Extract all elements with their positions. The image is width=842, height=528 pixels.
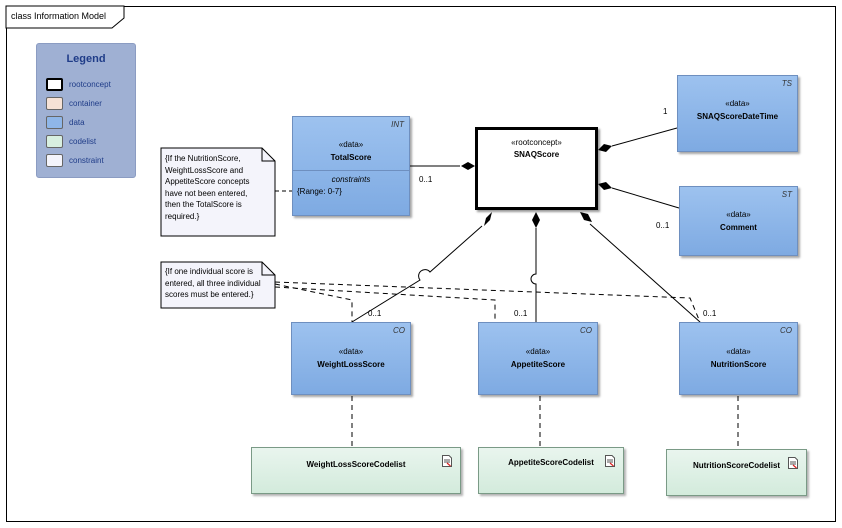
- stereotype: «data»: [338, 140, 364, 149]
- multiplicity-weightloss: 0..1: [368, 309, 382, 318]
- class-name: TotalScore: [330, 153, 372, 162]
- frame-title: class Information Model: [11, 11, 107, 21]
- multiplicity-nutrition: 0..1: [703, 309, 717, 318]
- class-name: WeightLossScore: [317, 360, 385, 369]
- diagram-frame: [6, 6, 836, 522]
- compartment-title: constraints: [331, 175, 371, 184]
- class-weightlossscore[interactable]: CO «data» WeightLossScore: [291, 322, 411, 395]
- note-line: then the TotalScore is: [165, 200, 242, 209]
- legend-label: codelist: [69, 137, 97, 146]
- stereotype: «data»: [726, 347, 751, 356]
- note-totalscore-constraint: {If the NutritionScore, WeightLossScore …: [165, 153, 250, 222]
- composition-diamond-nutrition: [580, 212, 592, 222]
- composition-diamond-appetite: [532, 212, 540, 228]
- codelist-weightlossscorecodelist[interactable]: WeightLossScoreCodelist: [251, 447, 461, 494]
- class-name: NutritionScore: [710, 360, 767, 369]
- note-line: have not been entered,: [165, 188, 248, 198]
- type-tag: INT: [391, 120, 404, 129]
- legend-label: container: [69, 99, 102, 108]
- composition-diamond-datetime: [598, 144, 612, 152]
- stereotype: «rootconcept»: [511, 138, 562, 147]
- composition-diamond-weightloss: [484, 212, 492, 226]
- class-name: SNAQScoreDateTime: [696, 112, 779, 121]
- note-line: {If one individual score is: [165, 267, 254, 276]
- stereotype: «data»: [725, 99, 750, 108]
- type-tag: ST: [781, 190, 792, 199]
- codelist-document-icon: [442, 455, 452, 467]
- class-name: Comment: [720, 223, 757, 232]
- legend-label: rootconcept: [69, 80, 111, 89]
- legend-swatch-constraint: [46, 154, 63, 167]
- class-snaqscore[interactable]: «rootconcept» SNAQScore: [475, 127, 598, 210]
- codelist-name: WeightLossScoreCodelist: [306, 460, 406, 469]
- note-line: WeightLossScore and: [165, 165, 244, 175]
- stereotype: «data»: [338, 347, 364, 356]
- note-individual-scores: {If one individual score is entered, all…: [165, 266, 261, 301]
- codelist-document-icon: [605, 455, 615, 467]
- compartment-divider: [293, 170, 409, 171]
- class-totalscore[interactable]: INT «data» TotalScore constraints {Range…: [292, 116, 410, 216]
- multiplicity-comment: 0..1: [656, 221, 670, 230]
- class-snaqscoredatetime[interactable]: TS «data» SNAQScoreDateTime: [677, 75, 798, 152]
- class-name: AppetiteScore: [510, 360, 566, 369]
- type-tag: CO: [393, 326, 405, 335]
- constraint-text: {Range: 0-7}: [297, 187, 342, 196]
- note-line: {If the NutritionScore,: [165, 154, 241, 163]
- class-appetitescore[interactable]: CO «data» AppetiteScore: [478, 322, 598, 395]
- codelist-nutritionscorecodelist[interactable]: NutritionScoreCodelist: [666, 449, 807, 496]
- codelist-document-icon: [788, 457, 798, 469]
- legend: Legend rootconcept container data codeli…: [36, 43, 136, 178]
- type-tag: CO: [580, 326, 592, 335]
- composition-diamond-comment: [598, 182, 612, 190]
- composition-diamond-total: [461, 162, 475, 170]
- type-tag: TS: [781, 79, 792, 88]
- note-line: AppetiteScore concepts: [165, 177, 250, 186]
- note-shape-total: [160, 147, 276, 237]
- legend-label: data: [69, 118, 85, 127]
- legend-swatch-codelist: [46, 135, 63, 148]
- note-line: scores must be entered.}: [165, 290, 254, 299]
- legend-swatch-rootconcept: [46, 78, 63, 91]
- class-name: SNAQScore: [513, 150, 560, 159]
- type-tag: CO: [780, 326, 792, 335]
- note-line: required.}: [165, 211, 200, 221]
- multiplicity-appetite: 0..1: [514, 309, 528, 318]
- legend-swatch-data: [46, 116, 63, 129]
- legend-title: Legend: [66, 53, 106, 65]
- legend-swatch-container: [46, 97, 63, 110]
- codelist-appetitescorecodelist[interactable]: AppetiteScoreCodelist: [478, 447, 624, 494]
- note-line: entered, all three individual: [165, 278, 261, 288]
- note-shape-individual: [160, 261, 276, 309]
- class-nutritionscore[interactable]: CO «data» NutritionScore: [679, 322, 798, 395]
- multiplicity-totalscore: 0..1: [419, 175, 433, 184]
- stereotype: «data»: [525, 347, 551, 356]
- stereotype: «data»: [726, 210, 751, 219]
- multiplicity-datetime: 1: [663, 107, 668, 116]
- codelist-name: AppetiteScoreCodelist: [508, 458, 594, 467]
- legend-label: constraint: [69, 156, 104, 165]
- class-comment[interactable]: ST «data» Comment: [679, 186, 798, 256]
- codelist-name: NutritionScoreCodelist: [692, 461, 781, 470]
